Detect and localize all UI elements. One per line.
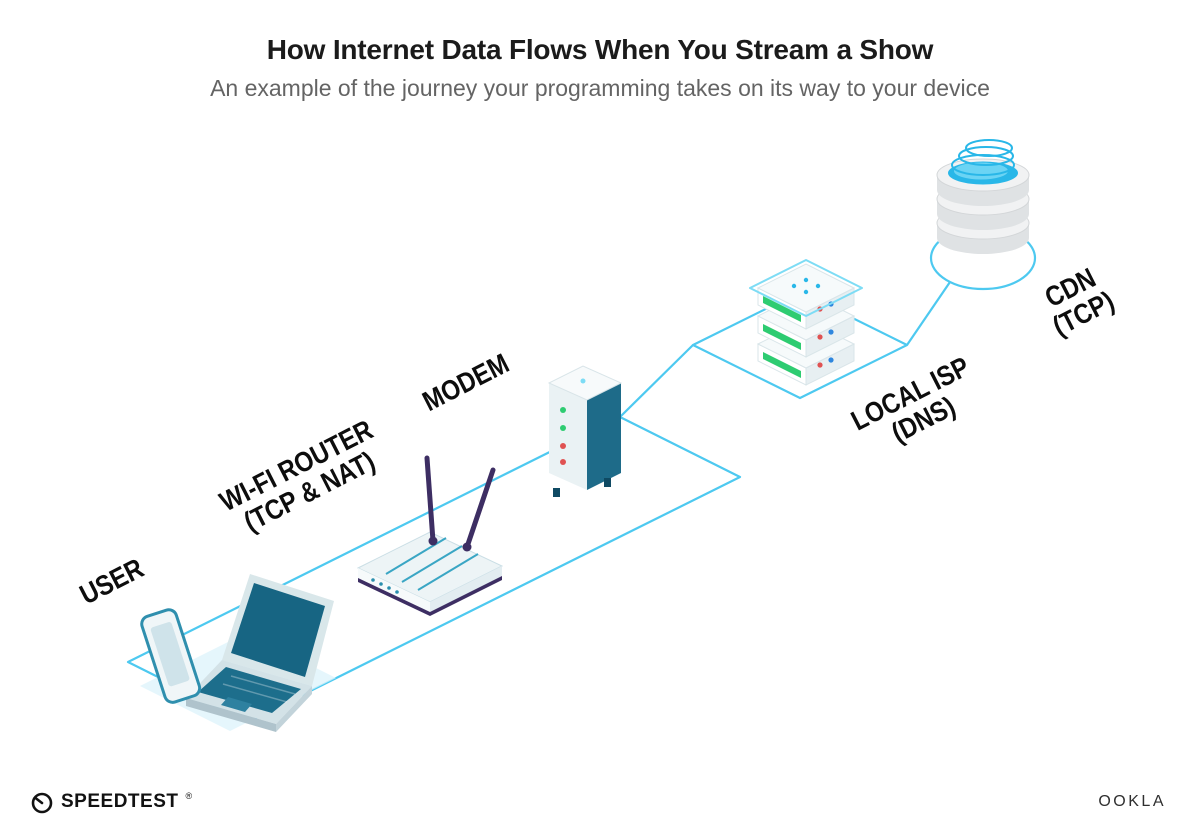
footer: SPEEDTEST ® OOKLA xyxy=(30,790,1166,814)
modem-front xyxy=(549,383,587,490)
laptop-front-edge xyxy=(186,698,276,732)
server-unit xyxy=(749,259,863,330)
speedtest-wordmark: SPEEDTEST xyxy=(61,791,179,812)
page-title: How Internet Data Flows When You Stream … xyxy=(266,34,934,65)
router-leds xyxy=(371,578,399,594)
server-highlight-outline xyxy=(749,259,863,317)
modem-illustration xyxy=(547,365,623,497)
flow-path-modem-isp-link xyxy=(619,344,694,418)
laptop-key-row xyxy=(222,683,288,703)
speedtest-trademark: ® xyxy=(185,791,193,801)
laptop-key-row xyxy=(230,675,296,695)
isp-server-illustration xyxy=(749,259,863,386)
server-top-vents xyxy=(791,277,821,295)
page-subtitle: An example of the journey your programmi… xyxy=(210,75,990,101)
modem-side xyxy=(587,383,621,490)
laptop-screen xyxy=(231,583,325,677)
cdn-database-illustration xyxy=(936,139,1030,254)
router-antenna-right xyxy=(464,467,496,550)
router-ridge xyxy=(417,553,479,591)
laptop-trackpad xyxy=(221,697,252,712)
user-devices-illustration xyxy=(140,574,336,732)
router-antenna-base xyxy=(462,542,472,552)
modem-foot xyxy=(553,488,560,497)
modem-leds xyxy=(560,407,566,465)
router-illustration xyxy=(356,455,504,616)
phone-screen xyxy=(150,622,190,687)
flow-path-isp-cdn-link xyxy=(906,281,951,346)
laptop-side-edge xyxy=(276,686,312,732)
modem-foot xyxy=(604,478,611,487)
laptop-keyboard xyxy=(198,667,301,713)
router-ridge xyxy=(401,545,463,583)
phone-illustration xyxy=(140,608,202,704)
router-base-left xyxy=(358,578,430,616)
speedtest-gauge-icon xyxy=(31,792,53,814)
router-antenna-base xyxy=(428,536,438,546)
modem-top xyxy=(547,365,623,401)
speedtest-logo: SPEEDTEST ® xyxy=(30,790,192,814)
header: How Internet Data Flows When You Stream … xyxy=(0,34,1200,102)
router-base-right xyxy=(430,576,502,616)
laptop-illustration xyxy=(186,574,334,732)
router-antenna-left xyxy=(424,455,436,544)
ookla-logo: OOKLA xyxy=(1098,793,1166,810)
modem-top-led xyxy=(580,378,586,384)
cdn-signal-rings xyxy=(951,139,1015,176)
